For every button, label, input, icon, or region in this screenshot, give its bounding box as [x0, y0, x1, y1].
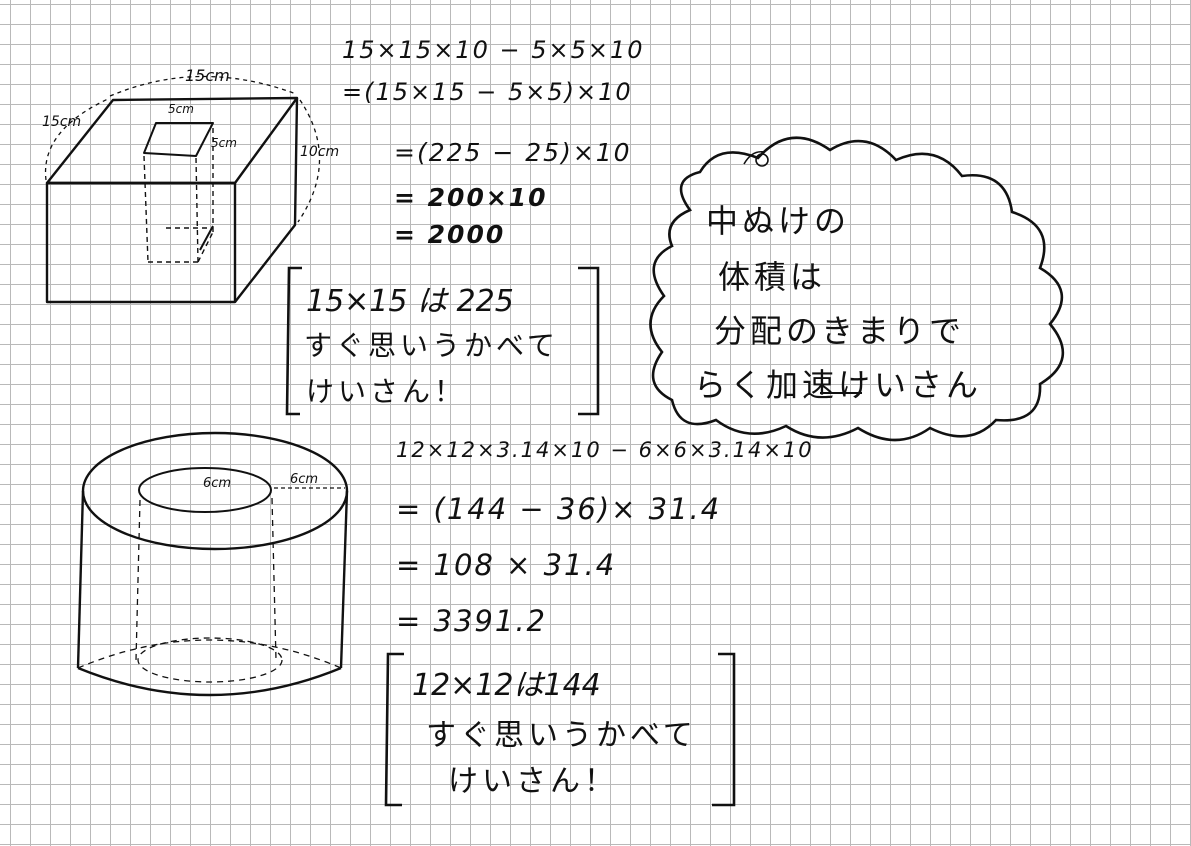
inner-radius-label: 6cm — [203, 476, 232, 491]
cloud-line2: 体積は — [718, 258, 827, 296]
calc1-line3: =(225 − 25)×10 — [394, 138, 632, 167]
note1-line1: 15×15 は 225 — [306, 284, 514, 319]
note1-brackets — [285, 266, 600, 416]
ring-width-label: 6cm — [290, 472, 319, 487]
calc2-line1: 12×12×3.14×10 − 6×6×3.14×10 — [396, 438, 814, 462]
calc2-line3: = 108 × 31.4 — [396, 548, 617, 582]
calc1-line4: = 200×10 — [394, 183, 548, 212]
note2-line3: けいさん！ — [448, 764, 618, 799]
note1-line3: けいさん！ — [306, 375, 467, 408]
cuboid-front-face — [45, 181, 237, 304]
calc2-line2: = (144 − 36)× 31.4 — [396, 492, 722, 526]
calc1-line5: = 2000 — [394, 220, 506, 249]
calc2-line4: = 3391.2 — [396, 604, 547, 638]
note1-line2: すぐ思いうかべて — [304, 329, 559, 362]
inner-hole-ellipse — [138, 467, 272, 513]
cuboid-side-edges — [234, 97, 299, 303]
thought-cloud — [649, 136, 1065, 442]
cylinder-bottom-arc — [77, 666, 342, 697]
calc1-line1: 15×15×10 − 5×5×10 — [342, 36, 645, 64]
cuboid-height-dim-label: 10cm — [300, 144, 340, 160]
cuboid-drawing — [44, 75, 321, 304]
square-hole — [143, 122, 214, 157]
note2-line2: すぐ思いうかべて — [426, 718, 697, 753]
cloud-line1: 中ぬけの — [706, 202, 851, 240]
hole-width-label: 5cm — [168, 102, 194, 116]
note2-line1: 12×12は144 — [412, 668, 601, 703]
cylinder-top-ellipse — [81, 431, 349, 551]
cylinder-drawing — [76, 431, 349, 697]
cloud-line4: らく加速けいさん — [694, 366, 983, 404]
hole-depth-label: 5cm — [211, 136, 237, 150]
calc1-line2: =(15×15 − 5×5)×10 — [342, 78, 633, 106]
cloud-line3: 分配のきまりで — [714, 312, 966, 350]
hidden-hole-lines — [143, 128, 214, 263]
dimension-arcs — [44, 75, 321, 223]
cuboid-side-dim-label: 15cm — [42, 114, 82, 130]
cuboid-top-dim-label: 15cm — [185, 66, 230, 85]
note2-brackets — [384, 652, 736, 807]
